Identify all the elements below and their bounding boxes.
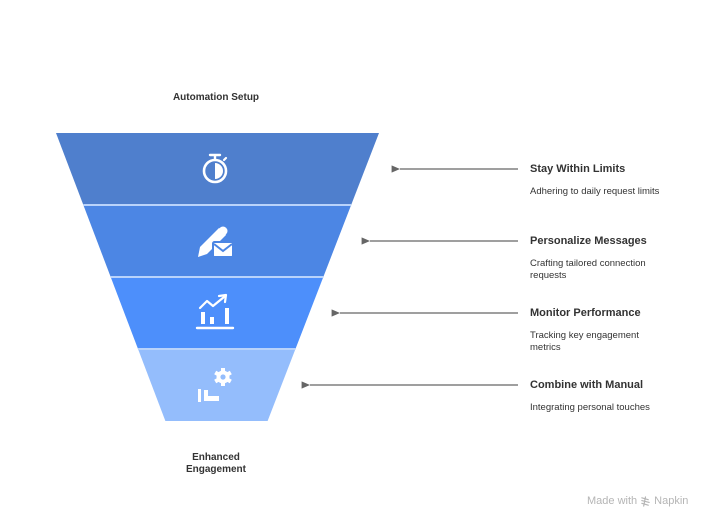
funnel-bottom-label-line2: Engagement (185, 464, 246, 475)
stage-monitor-performance: Monitor Performance Tracking key engagem… (530, 307, 690, 354)
stage-description-line: requests (530, 270, 567, 281)
funnel-band-4 (138, 349, 296, 421)
stage-description-line: Adhering to daily request limits (530, 186, 660, 197)
funnel-top-label: Automation Setup (172, 92, 260, 103)
funnel-bottom-label-line1: Enhanced (192, 452, 240, 463)
stage-title: Personalize Messages (530, 235, 647, 247)
stage-combine-with-manual: Combine with Manual Integrating personal… (530, 379, 690, 414)
stage-description: Integrating personal touches (530, 402, 690, 414)
funnel-band-3 (110, 277, 324, 349)
stage-description-line: Tracking key engagement (530, 330, 639, 341)
funnel-bottom-label: Enhanced Engagement (136, 452, 296, 476)
stage-description: Crafting tailored connection requests (530, 258, 690, 282)
stage-description: Adhering to daily request limits (530, 186, 690, 198)
stage-title: Stay Within Limits (530, 163, 626, 175)
hand-gear-icon (198, 368, 232, 402)
stage-description: Tracking key engagement metrics (530, 330, 690, 354)
made-with-label: Made with (587, 495, 638, 507)
napkin-brand-name: Napkin (654, 495, 689, 507)
pencil-envelope-icon (198, 226, 234, 258)
made-with-napkin-badge[interactable]: Made with Napkin (587, 495, 688, 507)
stage-title: Combine with Manual (530, 379, 644, 391)
growth-chart-icon (195, 293, 235, 330)
stage-description-line: metrics (530, 342, 561, 353)
stage-title: Monitor Performance (530, 307, 641, 319)
stage-stay-within-limits: Stay Within Limits Adhering to daily req… (530, 163, 690, 198)
stopwatch-icon (202, 153, 228, 184)
stage-description-line: Integrating personal touches (530, 402, 650, 413)
stage-personalize-messages: Personalize Messages Crafting tailored c… (530, 235, 690, 282)
stage-description-line: Crafting tailored connection (530, 258, 646, 269)
napkin-logo-icon (641, 495, 650, 507)
